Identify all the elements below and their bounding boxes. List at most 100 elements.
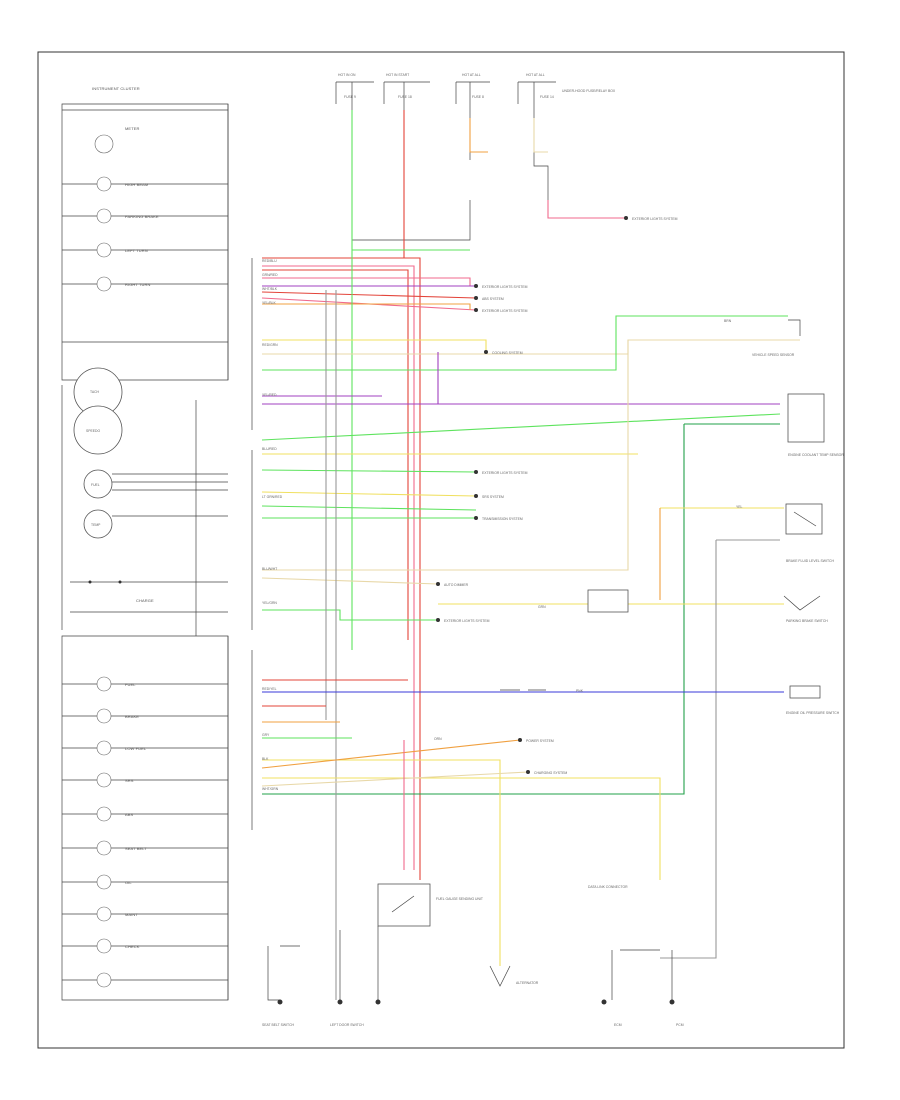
svg-text:GRY: GRY [262, 733, 270, 737]
diagram-border [37, 51, 845, 1049]
svg-text:FUSE 14: FUSE 14 [540, 95, 554, 99]
seat-belt-switch: SEAT BELT SWITCH [262, 945, 300, 1027]
svg-text:TACH: TACH [90, 390, 100, 394]
alternator: ALTERNATOR [489, 965, 539, 987]
wire-yellow [262, 777, 661, 880]
cluster-lower-box [61, 635, 229, 1001]
top-fuses: HOT IN ON FUSE 9 HOT IN START FUSE 18 HO… [335, 73, 616, 250]
system-ref: EXTERIOR LIGHTS SYSTEM [436, 618, 490, 623]
svg-text:PARKING BRAKE: PARKING BRAKE [125, 214, 159, 219]
bulb-icon [96, 242, 112, 258]
wire-yellow [262, 339, 487, 352]
wire-tan [261, 771, 529, 787]
svg-text:FUSE 8: FUSE 8 [472, 95, 484, 99]
fuse-block: HOT IN ON FUSE 9 [335, 73, 374, 150]
svg-text:GRN/RED: GRN/RED [262, 273, 278, 277]
svg-text:OIL: OIL [125, 880, 132, 885]
fuse-block: HOT AT ALL FUSE 14 UNDER-HOOD FUSE/RELAY… [517, 73, 616, 200]
wire-orange [262, 303, 471, 310]
cluster-item: PARKING BRAKE [62, 208, 228, 224]
wire-green [261, 469, 477, 473]
svg-text:ALTERNATOR: ALTERNATOR [516, 981, 539, 985]
mid-components [500, 589, 629, 691]
bulb-icon [96, 772, 112, 788]
svg-text:EXTERIOR LIGHTS SYSTEM: EXTERIOR LIGHTS SYSTEM [482, 471, 528, 475]
coolant-temp-sensor: ENGINE COOLANT TEMP SENSOR [787, 393, 844, 457]
bulb-icon [96, 972, 112, 988]
bottom-components: SEAT BELT SWITCH LEFT DOOR SWITCH FUEL G… [262, 883, 684, 1027]
svg-text:GRN: GRN [538, 605, 546, 609]
svg-text:AUTO DIMMER: AUTO DIMMER [444, 583, 469, 587]
parking-brake-switch: PARKING BRAKE SWITCH [783, 595, 828, 623]
svg-text:LEFT TURN: LEFT TURN [125, 248, 148, 253]
svg-text:WHT/BLK: WHT/BLK [262, 287, 278, 291]
svg-text:LOW FUEL: LOW FUEL [125, 746, 147, 751]
svg-text:PARKING BRAKE SWITCH: PARKING BRAKE SWITCH [786, 619, 828, 623]
fuse-block: HOT IN START FUSE 18 [383, 73, 430, 150]
svg-text:EXTERIOR LIGHTS SYSTEM: EXTERIOR LIGHTS SYSTEM [482, 285, 528, 289]
svg-text:ECM: ECM [614, 1023, 622, 1027]
pcm: PCM [669, 950, 684, 1027]
bulb-icon [96, 840, 112, 856]
svg-text:HOT IN ON: HOT IN ON [338, 73, 356, 77]
bulb-icon [96, 874, 112, 890]
system-ref: EXTERIOR LIGHTS SYSTEM [474, 308, 528, 313]
svg-text:FUEL: FUEL [91, 483, 100, 487]
svg-text:ORN: ORN [434, 737, 442, 741]
cluster-lower-items: FUEL BRAKE LOW FUEL SRS ABS SEAT BELT OI… [62, 676, 228, 988]
wire-pink [262, 265, 415, 870]
wire-yellow [262, 759, 501, 966]
cluster-upper-box [61, 103, 229, 381]
svg-text:BLK: BLK [262, 757, 269, 761]
svg-text:FUSE 9: FUSE 9 [344, 95, 356, 99]
wire-yellow [261, 491, 477, 497]
svg-text:FUEL GAUGE SENDING UNIT: FUEL GAUGE SENDING UNIT [436, 897, 483, 901]
svg-text:WHT/GRN: WHT/GRN [262, 787, 279, 791]
bulb-icon [96, 276, 112, 292]
svg-text:YEL/RED: YEL/RED [262, 393, 277, 397]
left-door-switch: LEFT DOOR SWITCH [330, 930, 364, 1027]
svg-text:DATA LINK CONNECTOR: DATA LINK CONNECTOR [588, 885, 628, 889]
switch-icon [391, 895, 415, 913]
instrument-cluster: INSTRUMENT CLUSTER METER HIGH BEAM PARKI… [61, 86, 229, 1001]
bulb-icon [96, 676, 112, 692]
svg-text:HIGH BEAM: HIGH BEAM [125, 182, 148, 187]
bulb-icon [96, 208, 112, 224]
svg-text:YEL/GRN: YEL/GRN [262, 601, 277, 605]
svg-text:VEHICLE SPEED SENSOR: VEHICLE SPEED SENSOR [752, 353, 795, 357]
svg-text:PNK: PNK [576, 689, 584, 693]
svg-text:EXTERIOR LIGHTS SYSTEM: EXTERIOR LIGHTS SYSTEM [444, 619, 490, 623]
wire-orange [261, 739, 521, 769]
bulb-icon [96, 740, 112, 756]
wire-tan [262, 339, 800, 355]
cluster-item: LEFT TURN [62, 242, 228, 258]
wire-green [261, 413, 781, 441]
cluster-item: HIGH BEAM [96, 176, 148, 192]
wire-tan [261, 577, 439, 585]
switch-icon [793, 511, 817, 527]
wire-tan [262, 340, 629, 571]
system-references: EXTERIOR LIGHTS SYSTEM ABS SYSTEM EXTERI… [436, 216, 678, 775]
svg-text:RED/BLU: RED/BLU [262, 259, 277, 263]
svg-text:HOT AT ALL: HOT AT ALL [526, 73, 545, 77]
svg-text:RED/YEL: RED/YEL [262, 687, 277, 691]
wire-pink [547, 200, 626, 219]
svg-text:POWER SYSTEM: POWER SYSTEM [526, 739, 554, 743]
svg-text:UNDER-HOOD FUSE/RELAY BOX: UNDER-HOOD FUSE/RELAY BOX [562, 89, 616, 93]
charge-indicator: CHARGE [70, 580, 228, 613]
speedometer-gauge-icon [73, 405, 123, 455]
svg-text:ABS SYSTEM: ABS SYSTEM [482, 297, 504, 301]
wire-green [262, 315, 788, 371]
bulb-icon [96, 806, 112, 822]
svg-text:LEFT DOOR SWITCH: LEFT DOOR SWITCH [330, 1023, 364, 1027]
svg-text:SPEEDO: SPEEDO [86, 429, 100, 433]
system-ref: EXTERIOR LIGHTS SYSTEM [624, 216, 678, 221]
svg-text:ENGINE COOLANT TEMP SENSOR: ENGINE COOLANT TEMP SENSOR [788, 453, 844, 457]
svg-text:CHECK: CHECK [125, 944, 140, 949]
svg-text:FUEL: FUEL [125, 682, 136, 687]
svg-text:EXTERIOR LIGHTS SYSTEM: EXTERIOR LIGHTS SYSTEM [632, 217, 678, 221]
vehicle-speed-sensor: VEHICLE SPEED SENSOR [752, 319, 801, 357]
bulb-icon [96, 938, 112, 954]
svg-text:LT GRN/RED: LT GRN/RED [262, 495, 283, 499]
